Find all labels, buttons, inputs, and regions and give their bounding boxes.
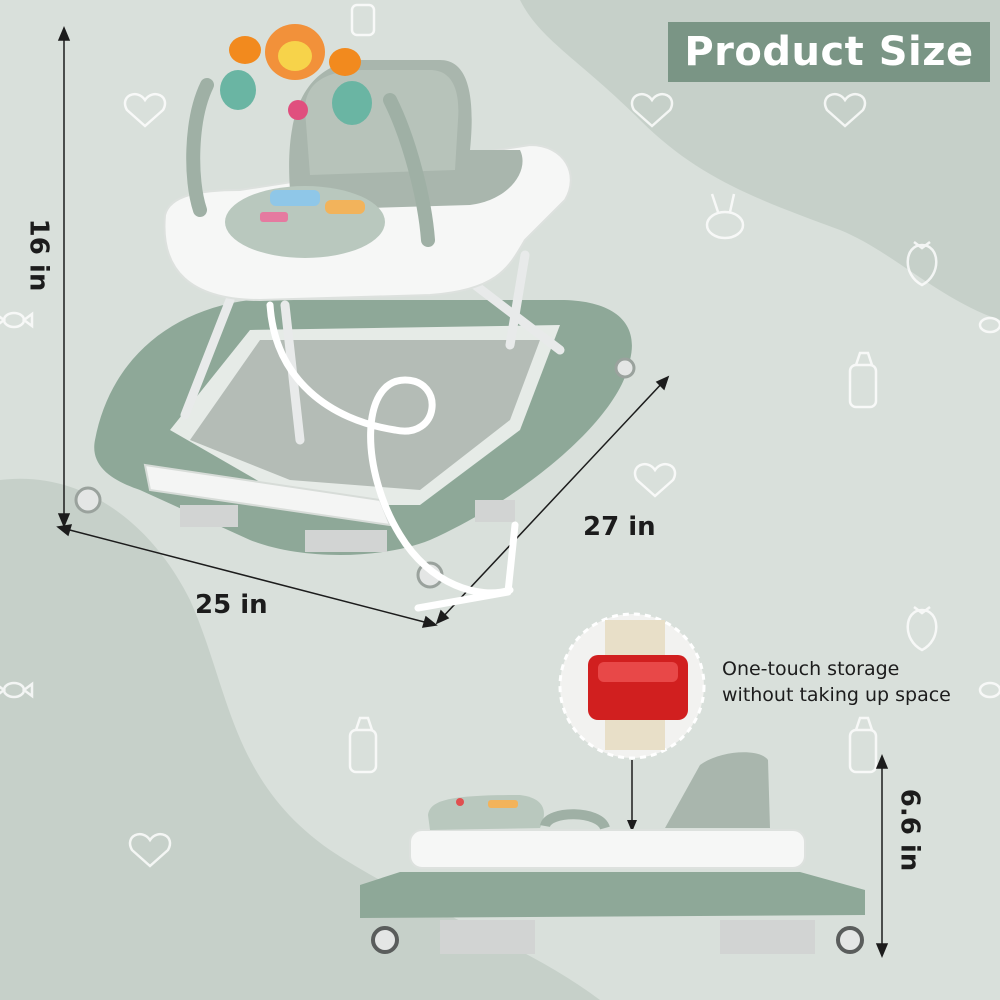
depth-arrow-top <box>655 375 670 391</box>
folded-height-arrow-bottom <box>875 943 889 958</box>
toy-arch-right <box>383 93 435 247</box>
width-arrow-right <box>421 615 438 628</box>
folded-wheel <box>371 926 399 954</box>
depth-dimension-line <box>439 379 666 621</box>
folded-height-arrow-top <box>875 754 889 769</box>
strawberry-outline-icon <box>906 606 938 652</box>
folded-seat-back <box>665 752 770 828</box>
folded-tray <box>409 829 806 869</box>
height-arrow-bottom <box>57 513 71 528</box>
heart-outline-icon <box>633 462 677 498</box>
walker-front-bumper <box>143 463 392 527</box>
page-title: Product Size <box>668 22 990 82</box>
width-dimension-line <box>61 527 433 625</box>
folded-base-frame <box>360 872 865 918</box>
music-panel-piano <box>260 212 288 222</box>
candy-outline-icon <box>978 681 1000 699</box>
walker-stopper <box>180 505 238 527</box>
walker-leg <box>180 295 235 420</box>
background-blob-bottom-left <box>0 478 600 1000</box>
baby-bottle-outline-icon <box>848 351 878 409</box>
toy-ring <box>288 100 308 120</box>
toy-paw-left <box>229 36 261 64</box>
folded-toy-panel <box>428 795 544 830</box>
heart-outline-icon <box>128 832 172 868</box>
candy-outline-icon <box>978 316 1000 334</box>
fold-transition-arrow-head <box>414 521 519 612</box>
folded-stopper <box>720 920 815 954</box>
toy-lion-face <box>278 41 312 71</box>
rabbit-outline-icon <box>705 193 745 240</box>
folded-panel-button <box>488 800 518 808</box>
storage-note: One-touch storage without taking up spac… <box>722 656 951 708</box>
toy-arch-left <box>186 78 214 217</box>
height-folded-label: 6.6 in <box>894 788 925 872</box>
fold-transition-arrow <box>266 301 514 597</box>
walker-wheel <box>614 357 636 379</box>
candy-outline-icon <box>0 311 34 329</box>
heart-outline-icon <box>823 92 867 128</box>
walker-seat-cushion <box>305 70 459 175</box>
folded-panel-red-button <box>456 798 464 806</box>
toy-mirror-left <box>220 70 256 110</box>
toy-mirror-right <box>332 81 372 125</box>
baby-bottle-outline-icon <box>348 716 378 774</box>
walker-leg <box>505 250 530 350</box>
width-arrow-left <box>56 524 73 537</box>
music-panel-screen <box>270 190 320 206</box>
latch-pointer-arrow <box>627 820 637 832</box>
strawberry-outline-icon <box>906 241 938 287</box>
walker-mesh-floor <box>190 340 540 490</box>
storage-note-line2: without taking up space <box>722 684 951 706</box>
folded-arch <box>540 809 610 831</box>
width-label: 25 in <box>195 590 268 620</box>
storage-note-line1: One-touch storage <box>722 658 900 680</box>
height-full-label: 16 in <box>23 218 54 292</box>
latch-red-highlight <box>598 662 678 682</box>
heart-outline-icon <box>123 92 167 128</box>
height-arrow-top <box>57 26 71 41</box>
walker-folded <box>360 752 865 954</box>
baby-bottle-outline-icon <box>848 716 878 774</box>
heart-outline-icon <box>630 92 674 128</box>
depth-label: 27 in <box>583 512 656 542</box>
candy-outline-icon <box>0 681 34 699</box>
walker-wheel <box>74 486 102 514</box>
folded-wheel <box>836 926 864 954</box>
music-panel-button <box>325 200 365 214</box>
toy-paw-right <box>329 48 361 76</box>
depth-arrow-bottom <box>435 609 450 625</box>
baby-bottle-outline-icon <box>350 3 376 37</box>
walker-stopper <box>475 500 515 522</box>
latch-closeup <box>558 612 706 760</box>
walker-stopper <box>305 530 387 552</box>
folded-stopper <box>440 920 535 954</box>
walker-unfolded <box>74 24 636 589</box>
